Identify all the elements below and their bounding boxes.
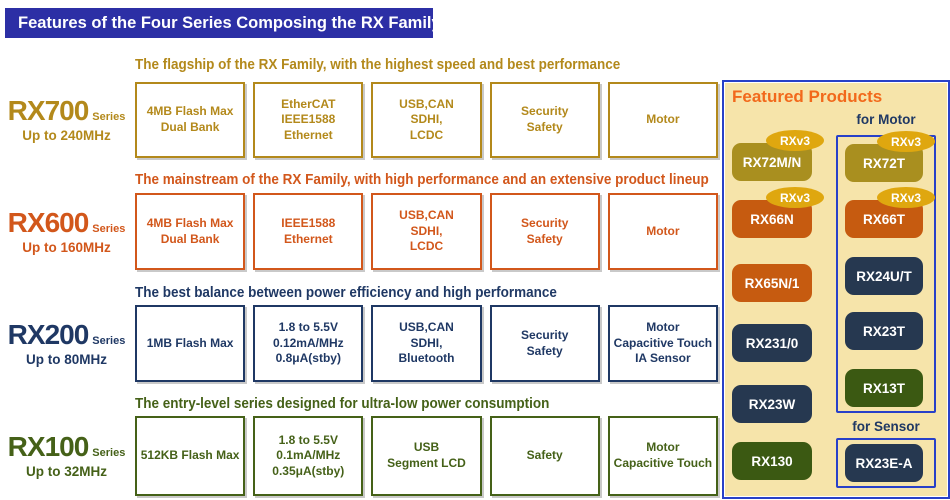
series-headline: The flagship of the RX Family, with the … bbox=[135, 57, 621, 73]
product-chip-rx24ut: RX24U/T bbox=[845, 257, 923, 295]
series-label-rx700: RX700 Series Up to 240MHz bbox=[0, 82, 133, 158]
featured-products-title: Featured Products bbox=[732, 87, 883, 106]
series-clock: Up to 32MHz bbox=[26, 464, 107, 479]
page-title: Features of the Four Series Composing th… bbox=[5, 8, 441, 38]
series-headline: The entry-level series designed for ultr… bbox=[135, 396, 550, 412]
for-motor-box: RX72T RXv3 RX66T RXv3 RX24U/T RX23T RX13… bbox=[836, 131, 936, 413]
series-name-text: RX100 bbox=[7, 431, 90, 462]
featured-products-panel: Featured Products RX72M/N RXv3 RX66N RXv… bbox=[722, 80, 950, 499]
product-chip-label: RX24U/T bbox=[856, 268, 912, 284]
product-chip-label: RX23W bbox=[748, 396, 796, 412]
series-headline: The best balance between power efficienc… bbox=[135, 285, 557, 301]
product-chip-rx66t: RX66T RXv3 bbox=[845, 187, 935, 238]
series-suffix: Series bbox=[92, 222, 126, 235]
for-sensor-label: for Sensor bbox=[852, 419, 920, 434]
series-clock: Up to 240MHz bbox=[22, 128, 111, 143]
for-sensor-box: RX23E-A bbox=[836, 438, 936, 488]
series-name-text: RX200 bbox=[7, 318, 90, 350]
product-chip-label: RX23E-A bbox=[855, 455, 913, 471]
product-chip-rx13t: RX13T bbox=[845, 369, 923, 407]
series-name: RX600 Series bbox=[7, 206, 126, 238]
feature-box: Security Safety bbox=[489, 305, 600, 382]
series-label-rx100: RX100 Series Up to 32MHz bbox=[0, 416, 133, 496]
feature-box-group: 512KB Flash Max 1.8 to 5.5V 0.1mA/MHz 0.… bbox=[135, 416, 718, 496]
feature-box: Motor bbox=[607, 193, 718, 270]
series-suffix: Series bbox=[92, 111, 126, 123]
product-chip-label: RX72T bbox=[862, 155, 906, 171]
rxv3-badge: RXv3 bbox=[766, 130, 824, 151]
series-name-text: RX600 bbox=[7, 206, 90, 238]
feature-box: USB,CAN SDHI, LCDC bbox=[371, 193, 482, 270]
feature-box: Security Safety bbox=[489, 82, 600, 158]
series-label-rx600: RX600 Series Up to 160MHz bbox=[0, 193, 133, 270]
product-chip-label: RX130 bbox=[751, 453, 793, 469]
feature-box: EtherCAT IEEE1588 Ethernet bbox=[253, 82, 364, 158]
product-chip-label: RX65N/1 bbox=[744, 275, 800, 291]
for-motor-label: for Motor bbox=[856, 112, 916, 127]
feature-box: 4MB Flash Max Dual Bank bbox=[135, 82, 246, 158]
feature-box: Security Safety bbox=[489, 193, 600, 270]
series-clock: Up to 80MHz bbox=[26, 351, 107, 367]
series-clock: Up to 160MHz bbox=[22, 239, 111, 255]
product-chip-label: RX66T bbox=[862, 211, 906, 227]
product-chip-label: RX13T bbox=[862, 380, 906, 396]
feature-box: Safety bbox=[489, 416, 600, 496]
feature-box: USB,CAN SDHI, Bluetooth bbox=[371, 305, 482, 382]
series-name: RX200 Series bbox=[7, 318, 126, 350]
feature-box: 4MB Flash Max Dual Bank bbox=[135, 193, 246, 270]
product-chip-rx23ea: RX23E-A bbox=[845, 444, 923, 482]
product-chip-label: RX72M/N bbox=[742, 154, 802, 170]
series-suffix: Series bbox=[92, 447, 126, 459]
rxv3-badge: RXv3 bbox=[766, 187, 824, 208]
feature-box: Motor Capacitive Touch bbox=[607, 416, 718, 496]
feature-box-group: 1MB Flash Max 1.8 to 5.5V 0.12mA/MHz 0.8… bbox=[135, 305, 718, 382]
series-label-rx200: RX200 Series Up to 80MHz bbox=[0, 305, 133, 382]
feature-box: USB,CAN SDHI, LCDC bbox=[371, 82, 482, 158]
feature-box: USB Segment LCD bbox=[371, 416, 482, 496]
series-name-text: RX700 bbox=[7, 95, 90, 126]
product-chip-rx2310: RX231/0 bbox=[732, 324, 812, 362]
feature-box-group: 4MB Flash Max Dual Bank IEEE1588 Etherne… bbox=[135, 193, 718, 270]
series-suffix: Series bbox=[92, 334, 126, 347]
feature-box: 512KB Flash Max bbox=[135, 416, 246, 496]
product-chip-label: RX231/0 bbox=[745, 335, 799, 351]
product-chip-rx23w: RX23W bbox=[732, 385, 812, 423]
series-name: RX100 Series bbox=[8, 433, 126, 461]
rxv3-badge: RXv3 bbox=[877, 187, 935, 208]
series-name: RX700 Series bbox=[8, 97, 126, 125]
product-chip-rx66n: RX66N RXv3 bbox=[732, 187, 824, 238]
feature-box: 1MB Flash Max bbox=[135, 305, 246, 382]
series-headline: The mainstream of the RX Family, with hi… bbox=[135, 172, 709, 188]
product-chip-rx23t: RX23T bbox=[845, 312, 923, 350]
product-chip-rx72t: RX72T RXv3 bbox=[845, 131, 935, 182]
rxv3-badge: RXv3 bbox=[877, 131, 935, 152]
feature-box: Motor bbox=[607, 82, 718, 158]
product-chip-rx72mn: RX72M/N RXv3 bbox=[732, 130, 824, 181]
product-chip-rx130: RX130 bbox=[732, 442, 812, 480]
product-chip-rx65n1: RX65N/1 bbox=[732, 264, 812, 302]
feature-box: Motor Capacitive Touch IA Sensor bbox=[607, 305, 718, 382]
feature-box-group: 4MB Flash Max Dual Bank EtherCAT IEEE158… bbox=[135, 82, 718, 158]
feature-box: 1.8 to 5.5V 0.12mA/MHz 0.8μA(stby) bbox=[253, 305, 364, 382]
product-chip-label: RX66N bbox=[750, 211, 794, 227]
feature-box: IEEE1588 Ethernet bbox=[253, 193, 364, 270]
product-chip-label: RX23T bbox=[862, 323, 906, 339]
feature-box: 1.8 to 5.5V 0.1mA/MHz 0.35μA(stby) bbox=[253, 416, 364, 496]
